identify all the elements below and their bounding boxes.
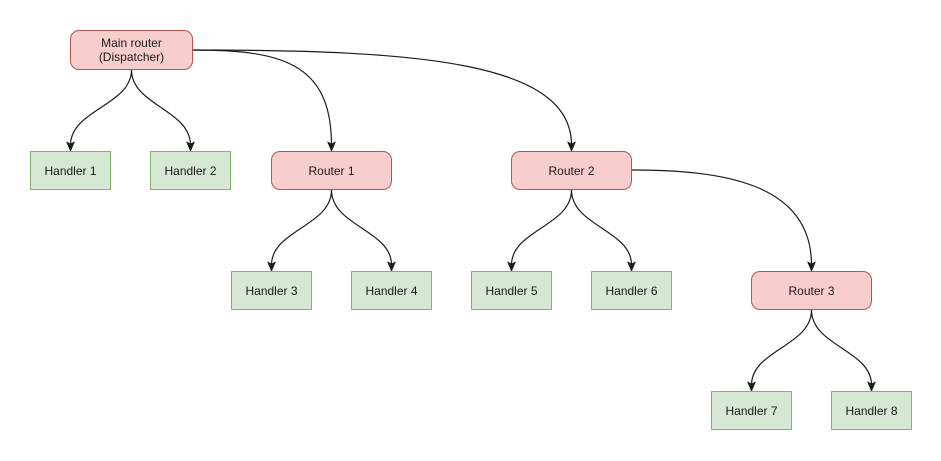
arrow-handler-1 <box>66 141 75 152</box>
node-handler-6[interactable]: Handler 6 <box>591 271 672 310</box>
arrow-handler-3 <box>267 261 276 272</box>
node-label-router-3: Router 3 <box>788 283 835 298</box>
edge-main-to-router-1 <box>192 49 333 146</box>
arrow-handler-5 <box>507 261 516 272</box>
node-router-1[interactable]: Router 1 <box>271 151 392 190</box>
node-label-router-2: Router 2 <box>548 163 595 178</box>
node-router-2[interactable]: Router 2 <box>511 151 632 190</box>
arrow-router-1 <box>327 141 336 152</box>
edge-router-1-to-handler-4 <box>330 189 393 266</box>
node-handler-3[interactable]: Handler 3 <box>231 271 312 310</box>
node-label-handler-1: Handler 1 <box>44 163 97 178</box>
edge-router-2-to-handler-6 <box>570 189 633 266</box>
node-router-3[interactable]: Router 3 <box>751 271 872 310</box>
node-handler-1[interactable]: Handler 1 <box>30 151 111 190</box>
arrow-handler-7 <box>747 381 756 392</box>
arrow-handler-6 <box>627 261 636 272</box>
node-handler-7[interactable]: Handler 7 <box>711 391 792 430</box>
edge-main-to-router-2 <box>192 49 573 146</box>
arrow-handler-4 <box>387 261 396 272</box>
node-label-handler-5: Handler 5 <box>485 283 538 298</box>
node-handler-5[interactable]: Handler 5 <box>471 271 552 310</box>
edge-main-to-handler-1 <box>69 69 133 146</box>
node-handler-8[interactable]: Handler 8 <box>831 391 912 430</box>
node-label-router-1: Router 1 <box>308 163 355 178</box>
edge-main-to-handler-2 <box>130 69 192 146</box>
arrow-router-2 <box>567 141 576 152</box>
node-label-handler-4: Handler 4 <box>365 283 418 298</box>
node-label-handler-8: Handler 8 <box>845 403 898 418</box>
arrow-handler-2 <box>186 141 195 152</box>
edge-router-2-to-handler-5 <box>510 189 573 266</box>
node-label-main-router: Main router (Dispatcher) <box>98 36 165 64</box>
edge-router-3-to-handler-8 <box>810 309 873 386</box>
node-label-handler-7: Handler 7 <box>725 403 778 418</box>
node-handler-4[interactable]: Handler 4 <box>351 271 432 310</box>
edge-router-2-to-router-3 <box>631 169 813 266</box>
node-label-handler-3: Handler 3 <box>245 283 298 298</box>
node-handler-2[interactable]: Handler 2 <box>150 151 231 190</box>
edge-router-1-to-handler-3 <box>270 189 333 266</box>
edge-router-3-to-handler-7 <box>750 309 813 386</box>
arrow-handler-8 <box>867 381 876 392</box>
node-label-handler-6: Handler 6 <box>605 283 658 298</box>
node-main-router[interactable]: Main router (Dispatcher) <box>70 30 193 70</box>
node-label-handler-2: Handler 2 <box>164 163 217 178</box>
arrow-router-3 <box>807 261 816 272</box>
